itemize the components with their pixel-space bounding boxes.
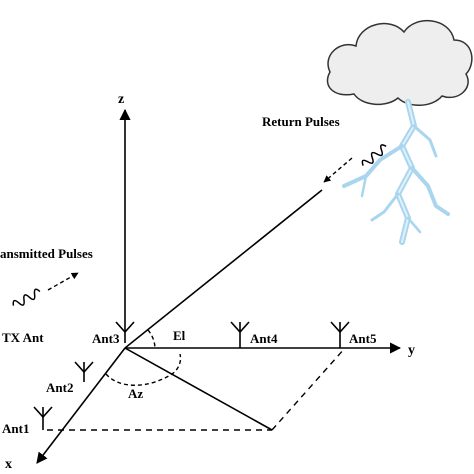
azimuth-label: Az bbox=[128, 386, 143, 401]
z-axis-label: z bbox=[118, 92, 124, 107]
transmitted-pulses-label: ansmitted Pulses bbox=[0, 246, 93, 261]
tx-antenna-label: TX Ant bbox=[2, 330, 44, 345]
elevation-arc bbox=[147, 329, 156, 349]
lightning-icon bbox=[342, 99, 450, 245]
antenna-ant3 bbox=[115, 321, 135, 343]
ground-projection bbox=[124, 347, 273, 431]
return-pulses-label: Return Pulses bbox=[262, 114, 340, 129]
antenna-label-ant3: Ant3 bbox=[92, 331, 120, 346]
antenna-ant5 bbox=[330, 321, 350, 348]
antenna-label-ant5: Ant5 bbox=[349, 331, 377, 346]
x-axis bbox=[36, 347, 126, 464]
line-of-sight bbox=[124, 189, 323, 349]
x-axis-label: x bbox=[5, 457, 12, 472]
cloud-icon bbox=[326, 19, 473, 106]
antenna-ant4 bbox=[230, 321, 250, 348]
antenna-label-ant4: Ant4 bbox=[250, 331, 278, 346]
transmitted-pulses-icon bbox=[12, 272, 79, 306]
antenna-ant2 bbox=[74, 361, 94, 382]
return-pulses-icon bbox=[323, 144, 387, 183]
antenna-ant1 bbox=[33, 406, 53, 430]
azimuth-arc bbox=[105, 353, 182, 386]
antenna-label-ant2: Ant2 bbox=[46, 380, 73, 395]
y-axis-label: y bbox=[408, 343, 415, 358]
elevation-label: El bbox=[173, 328, 186, 343]
dashed-line-right bbox=[271, 347, 346, 431]
antenna-label-ant1: Ant1 bbox=[2, 421, 29, 436]
